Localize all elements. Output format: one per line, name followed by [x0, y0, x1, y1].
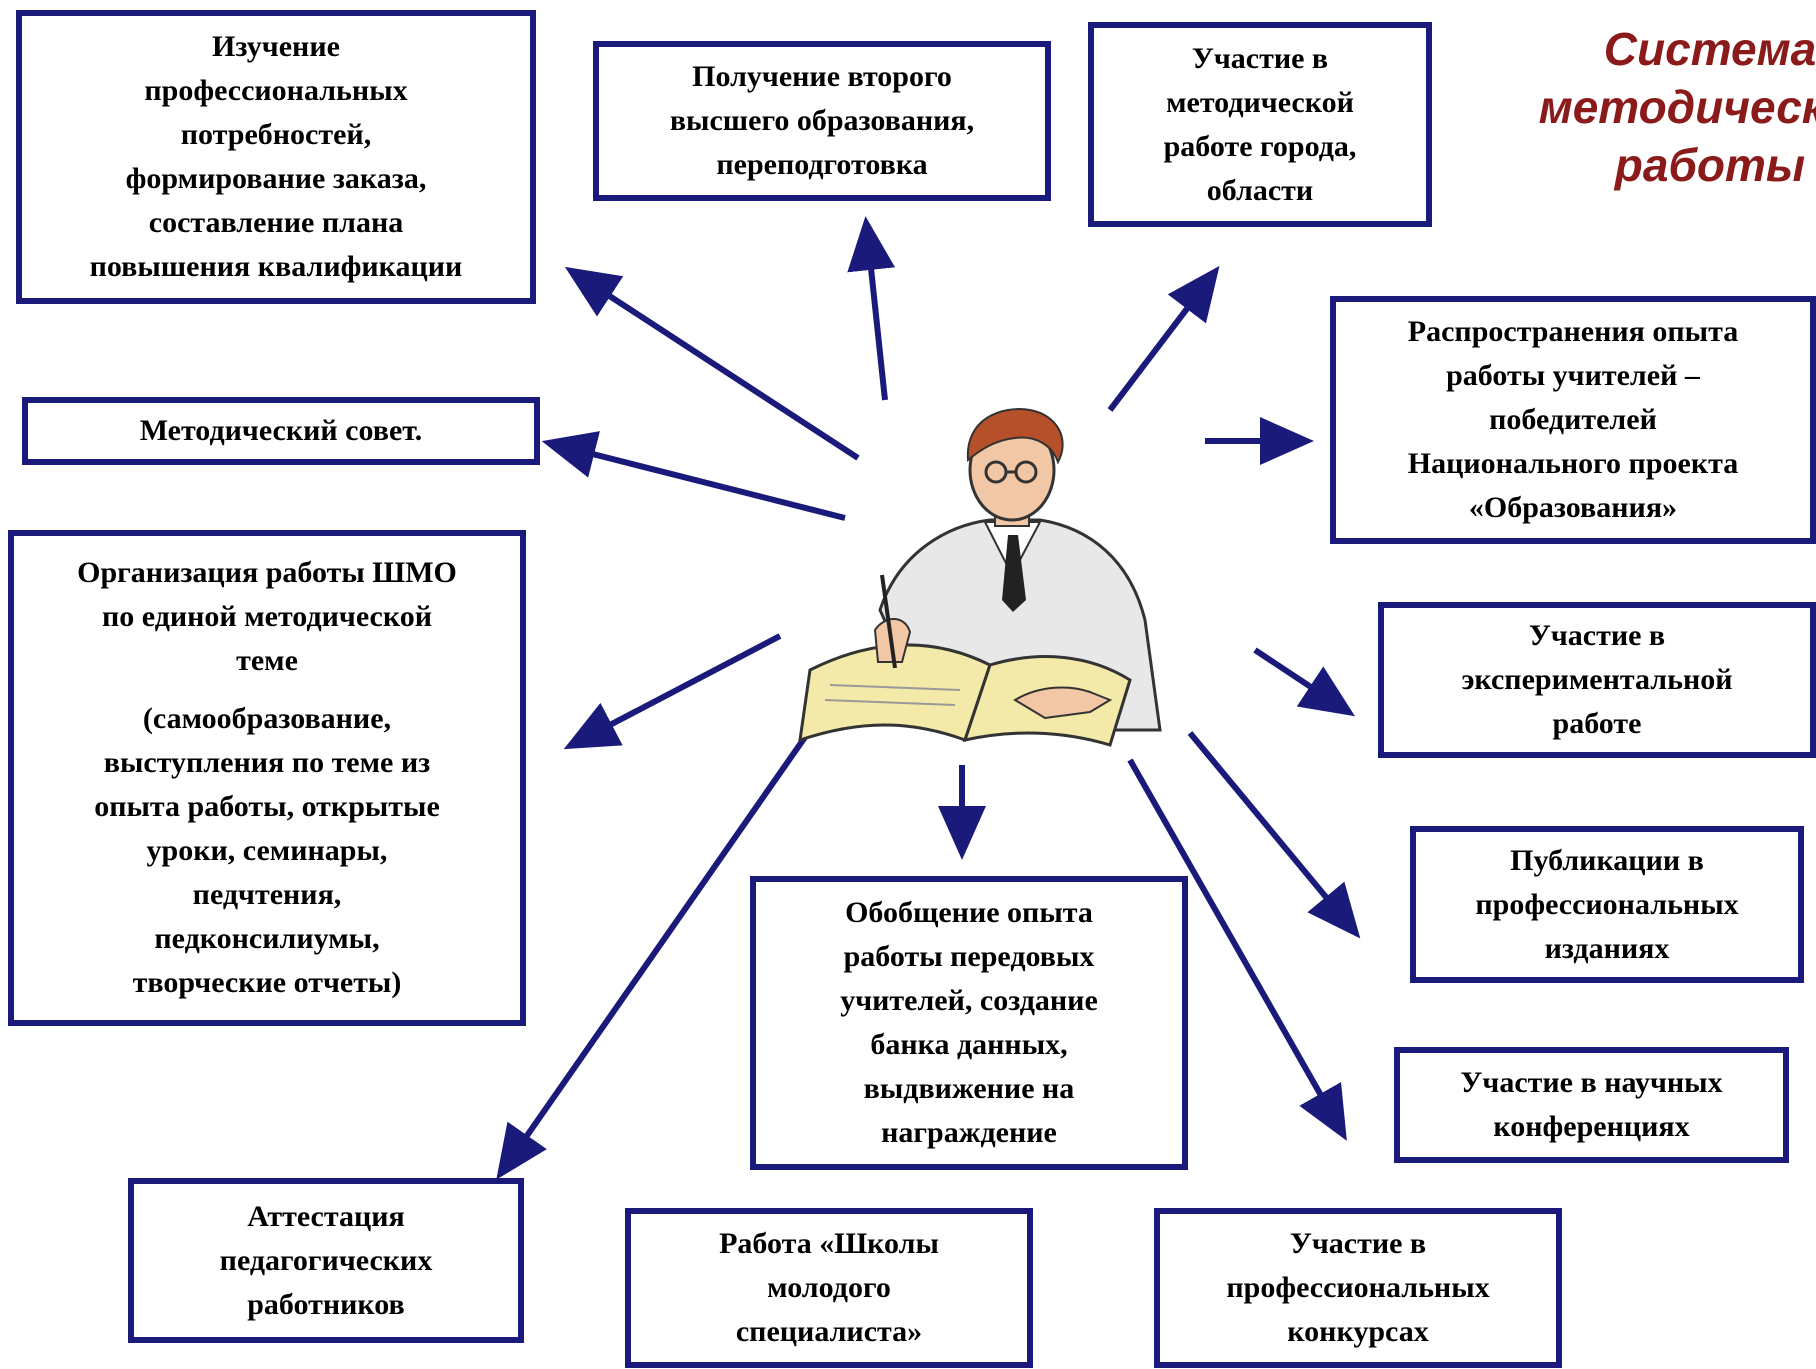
teacher-illustration	[798, 408, 1162, 747]
box-spread-experience-text: Распространения опыта работы учителей – …	[1407, 315, 1739, 524]
box-shmo-details-text: (самообразование, выступления по теме из…	[94, 702, 440, 999]
box-shmo-text: Организация работы ШМО по единой методич…	[77, 556, 457, 677]
box-study: Изучение профессиональных потребностей, …	[16, 10, 536, 304]
box-generalization: Обобщение опыта работы передовых учителе…	[750, 876, 1188, 1170]
box-second-education-text: Получение второго высшего образования, п…	[669, 60, 975, 181]
box-competitions-text: Участие в профессиональных конкурсах	[1226, 1227, 1490, 1348]
arrow-to-attestation	[496, 728, 813, 1180]
pointing-hand	[1013, 686, 1113, 720]
box-competitions: Участие в профессиональных конкурсах	[1154, 1208, 1562, 1368]
arrow-to-city-work	[1107, 265, 1220, 412]
diagram-title: Система методической работы	[1538, 23, 1816, 191]
arrow-to-experimental	[1253, 647, 1356, 717]
box-spread-experience: Распространения опыта работы учителей – …	[1330, 296, 1816, 544]
box-experimental-text: Участие в экспериментальной работе	[1461, 619, 1733, 740]
box-generalization-text: Обобщение опыта работы передовых учителе…	[840, 896, 1098, 1149]
box-conferences: Участие в научных конференциях	[1394, 1047, 1789, 1163]
box-method-council: Методический совет.	[22, 397, 540, 465]
box-city-work: Участие в методической работе города, об…	[1088, 22, 1432, 227]
box-attestation: Аттестация педагогических работников	[128, 1178, 524, 1343]
arrow-to-second-education	[847, 216, 896, 401]
arrow-to-study	[564, 266, 860, 461]
box-publications-text: Публикации в профессиональных изданиях	[1475, 843, 1739, 965]
arrow-to-conferences	[1127, 758, 1347, 1141]
box-conferences-text: Участие в научных конференциях	[1460, 1066, 1723, 1143]
box-second-education: Получение второго высшего образования, п…	[593, 41, 1051, 201]
box-young-specialist-text: Работа «Школы молодого специалиста»	[719, 1227, 939, 1348]
arrow-to-shmo	[563, 633, 782, 750]
arrow-to-publications	[1187, 731, 1361, 939]
box-study-text: Изучение профессиональных потребностей, …	[89, 30, 463, 283]
hair-shape	[966, 408, 1064, 465]
arrow-to-method-council	[541, 431, 846, 521]
pen-icon	[880, 574, 897, 669]
box-city-work-text: Участие в методической работе города, об…	[1163, 41, 1357, 207]
tie-shape	[1002, 535, 1026, 612]
box-attestation-text: Аттестация педагогических работников	[219, 1199, 433, 1321]
box-young-specialist: Работа «Школы молодого специалиста»	[625, 1208, 1033, 1368]
box-publications: Публикации в профессиональных изданиях	[1410, 826, 1804, 983]
box-method-council-text: Методический совет.	[139, 414, 423, 447]
box-experimental: Участие в экспериментальной работе	[1378, 602, 1816, 758]
box-shmo: Организация работы ШМО по единой методич…	[8, 530, 526, 1026]
